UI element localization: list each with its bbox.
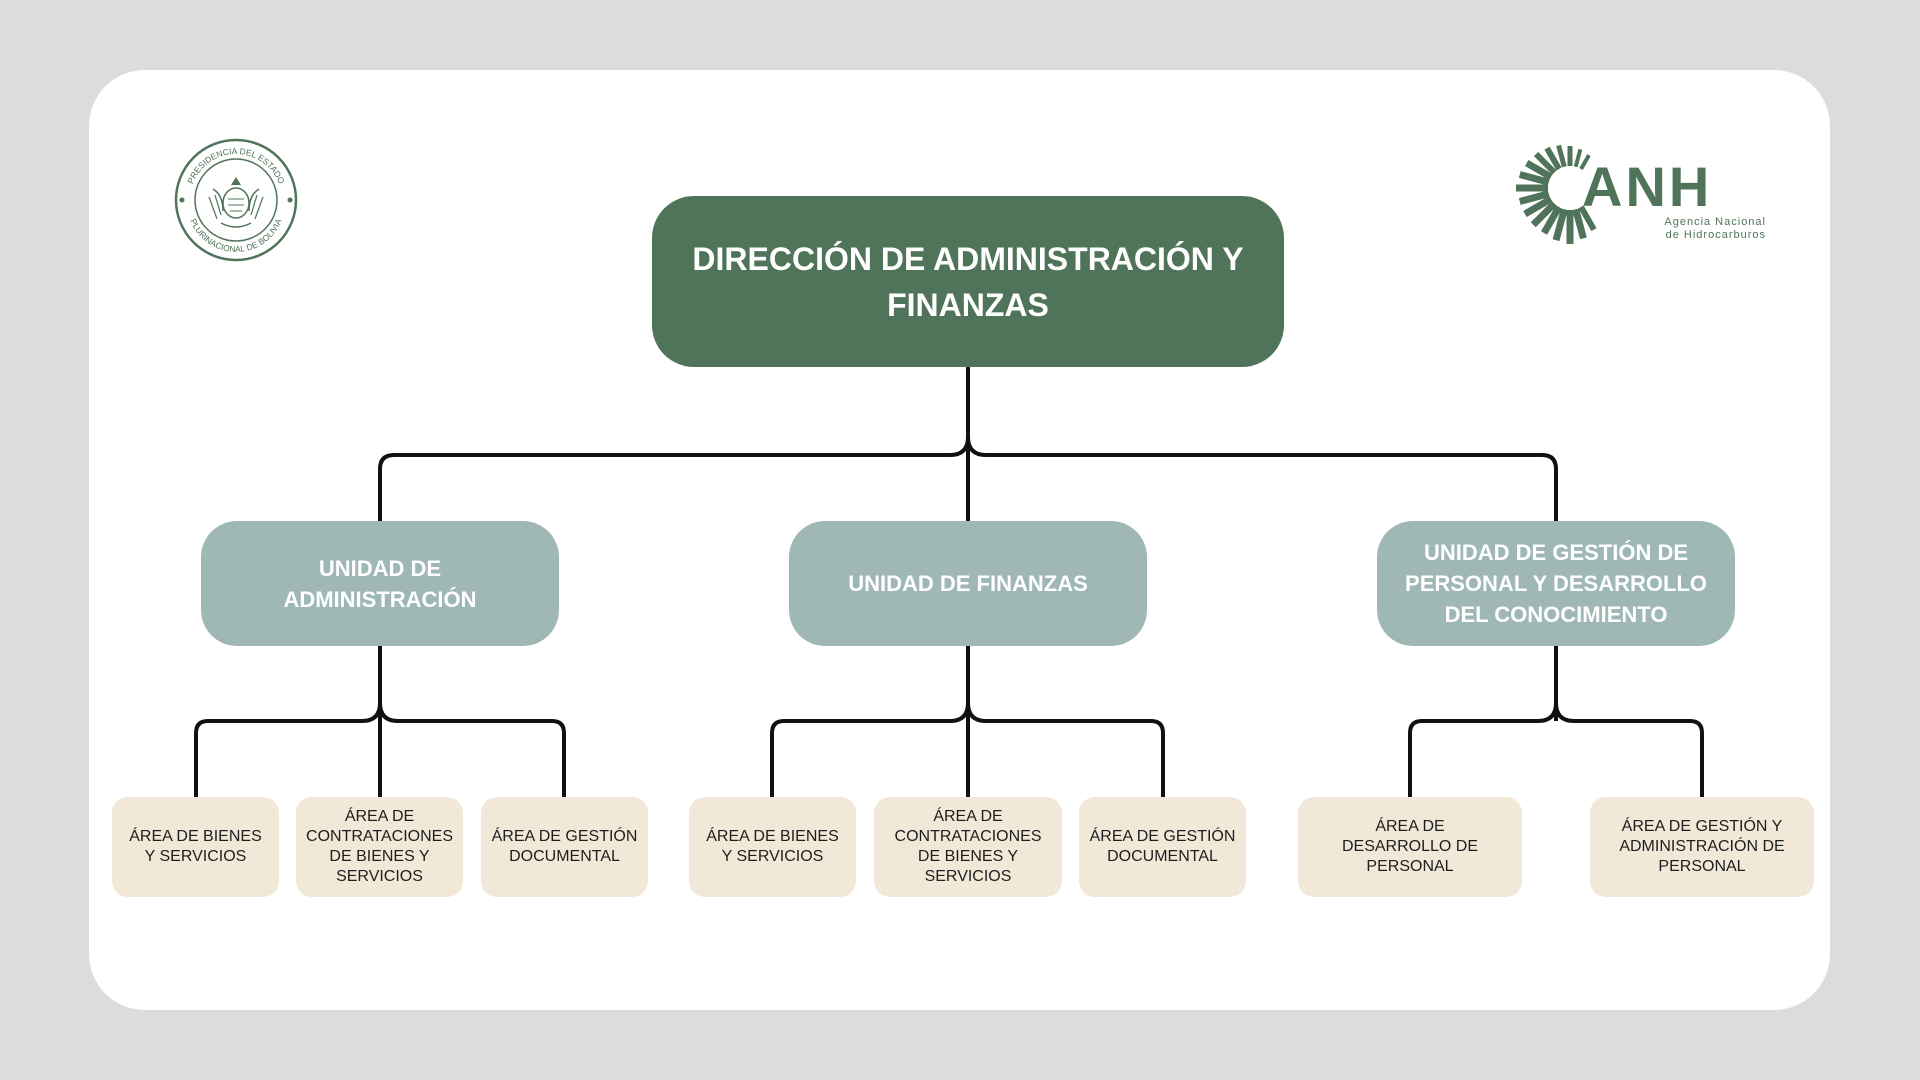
- connector-unit1-bus-right: [378, 702, 566, 797]
- connector-unit2-bus-right: [966, 702, 1165, 797]
- anh-tagline-line1: Agencia Nacional: [1664, 216, 1766, 228]
- connector-root-bus-right: [966, 436, 1558, 521]
- unit-box-finanzas: UNIDAD DE FINANZAS: [789, 521, 1147, 646]
- area-box-label: ÁREA DE GESTIÓN DOCUMENTAL: [1089, 828, 1236, 865]
- area-box-gestion-administracion-personal: ÁREA DE GESTIÓN Y ADMINISTRACIÓN DE PERS…: [1590, 797, 1814, 897]
- area-box-label: ÁREA DE GESTIÓN Y ADMINISTRACIÓN DE PERS…: [1619, 818, 1785, 875]
- connector-unit1-bus: [194, 702, 382, 797]
- connector-unit3-bus: [1408, 702, 1558, 797]
- unit-box-label: UNIDAD DE GESTIÓN DE PERSONAL Y DESARROL…: [1405, 540, 1707, 627]
- anh-logo: ANH Agencia Nacional de Hidrocarburos: [1508, 143, 1770, 261]
- area-box-label: ÁREA DE CONTRATACIONES DE BIENES Y SERVI…: [894, 808, 1042, 885]
- unit-box-administracion: UNIDAD DE ADMINISTRACIÓN: [201, 521, 559, 646]
- area-box-gestion-documental: ÁREA DE GESTIÓN DOCUMENTAL: [1079, 797, 1246, 897]
- anh-tagline-line2: de Hidrocarburos: [1666, 229, 1766, 241]
- root-box-direccion: DIRECCIÓN DE ADMINISTRACIÓN Y FINANZAS: [652, 196, 1284, 367]
- area-box-label: ÁREA DE GESTIÓN DOCUMENTAL: [491, 828, 638, 865]
- connector-unit3-bus-right: [1554, 702, 1704, 797]
- area-box-label: ÁREA DE BIENES Y SERVICIOS: [706, 828, 839, 865]
- area-box-label: ÁREA DE DESARROLLO DE PERSONAL: [1341, 818, 1479, 875]
- unit-box-label: UNIDAD DE FINANZAS: [848, 571, 1088, 596]
- area-box-bienes-servicios: ÁREA DE BIENES Y SERVICIOS: [689, 797, 856, 897]
- unit-box-gestion-personal: UNIDAD DE GESTIÓN DE PERSONAL Y DESARROL…: [1377, 521, 1735, 646]
- area-box-contrataciones: ÁREA DE CONTRATACIONES DE BIENES Y SERVI…: [874, 797, 1062, 897]
- area-box-desarrollo-personal: ÁREA DE DESARROLLO DE PERSONAL: [1298, 797, 1522, 897]
- root-box-label: DIRECCIÓN DE ADMINISTRACIÓN Y FINANZAS: [692, 240, 1244, 323]
- connector-unit2-bus: [770, 702, 970, 797]
- presidency-seal-logo: PRESIDENCIA DEL ESTADO PLURINACIONAL DE …: [173, 137, 299, 263]
- anh-wordmark: ANH: [1582, 155, 1712, 218]
- area-box-label: ÁREA DE CONTRATACIONES DE BIENES Y SERVI…: [306, 808, 453, 885]
- area-box-label: ÁREA DE BIENES Y SERVICIOS: [129, 828, 262, 865]
- unit-box-label: UNIDAD DE ADMINISTRACIÓN: [283, 555, 477, 612]
- area-box-gestion-documental: ÁREA DE GESTIÓN DOCUMENTAL: [481, 797, 648, 897]
- connector-root-bus: [378, 436, 970, 521]
- area-box-contrataciones: ÁREA DE CONTRATACIONES DE BIENES Y SERVI…: [296, 797, 463, 897]
- area-box-bienes-servicios: ÁREA DE BIENES Y SERVICIOS: [112, 797, 279, 897]
